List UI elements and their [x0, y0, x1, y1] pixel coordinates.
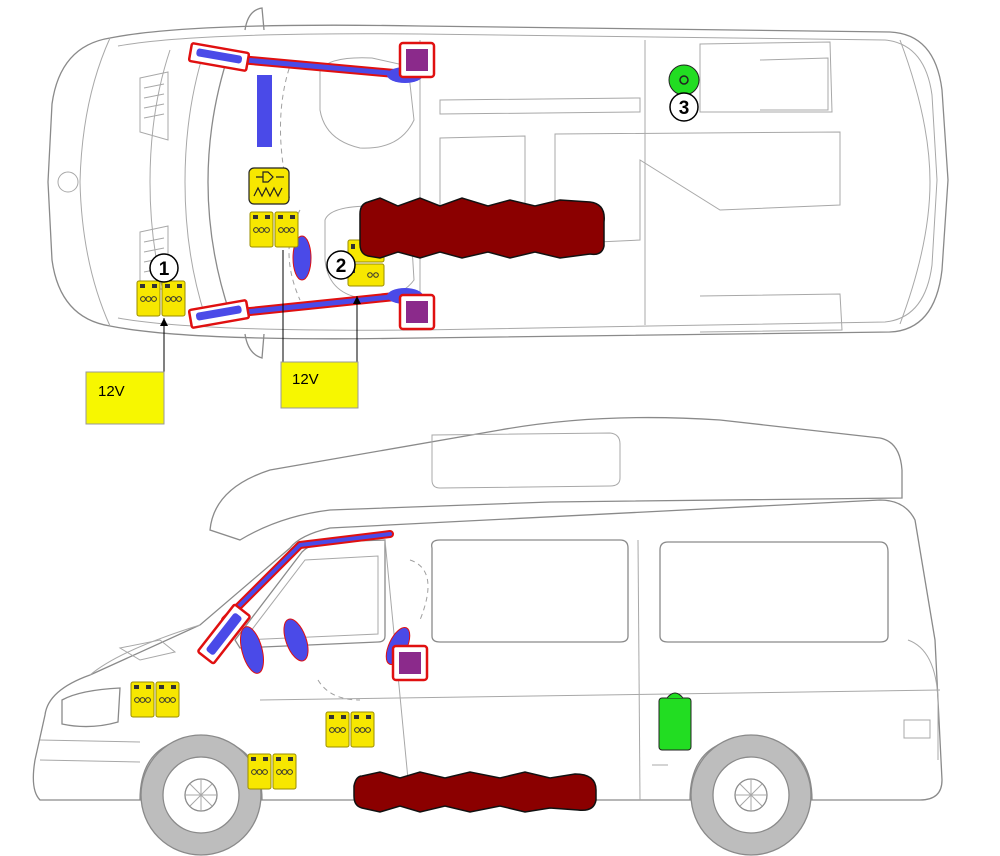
- voltage-label-2: 12V: [280, 361, 359, 409]
- gas-spring-side: [197, 603, 251, 665]
- voltage-label-1: 12V: [85, 371, 165, 425]
- front-vent-upper: [139, 71, 169, 141]
- gas-spring-top-2: [187, 299, 251, 329]
- side-view: [32, 416, 943, 856]
- curtain-airbag-top-right: [240, 288, 423, 317]
- dashboard-airbag-icon: [257, 75, 272, 147]
- seatbelt-pretensioner-icon: [248, 167, 290, 205]
- curtain-airbag-side: [221, 530, 394, 624]
- top-view: [47, 7, 949, 359]
- battery-icon: [247, 753, 297, 790]
- airbag-icon: [240, 626, 264, 674]
- fuel-tank-icon: [359, 197, 605, 259]
- fuel-tank-icon: [353, 771, 597, 813]
- airbag-icon: [283, 618, 309, 662]
- control-module-top-2: [398, 293, 436, 331]
- svg-text:2: 2: [336, 256, 347, 277]
- battery-icon: [130, 681, 180, 718]
- gas-cylinder-icon: [658, 692, 692, 751]
- battery-icon: [136, 280, 186, 317]
- svg-text:12V: 12V: [292, 371, 319, 388]
- marker-3: 3: [669, 92, 699, 122]
- marker-2: 2: [326, 250, 356, 280]
- gas-cylinder-icon: [668, 64, 700, 96]
- svg-text:12V: 12V: [98, 383, 125, 400]
- battery-icon: [325, 711, 375, 748]
- svg-text:3: 3: [679, 98, 690, 119]
- marker-1: 1: [149, 253, 179, 283]
- battery-icon: [249, 211, 299, 248]
- control-module-top-1: [398, 41, 436, 79]
- control-module-side: [391, 644, 429, 682]
- gas-spring-top-1: [187, 42, 251, 72]
- svg-text:1: 1: [159, 259, 170, 280]
